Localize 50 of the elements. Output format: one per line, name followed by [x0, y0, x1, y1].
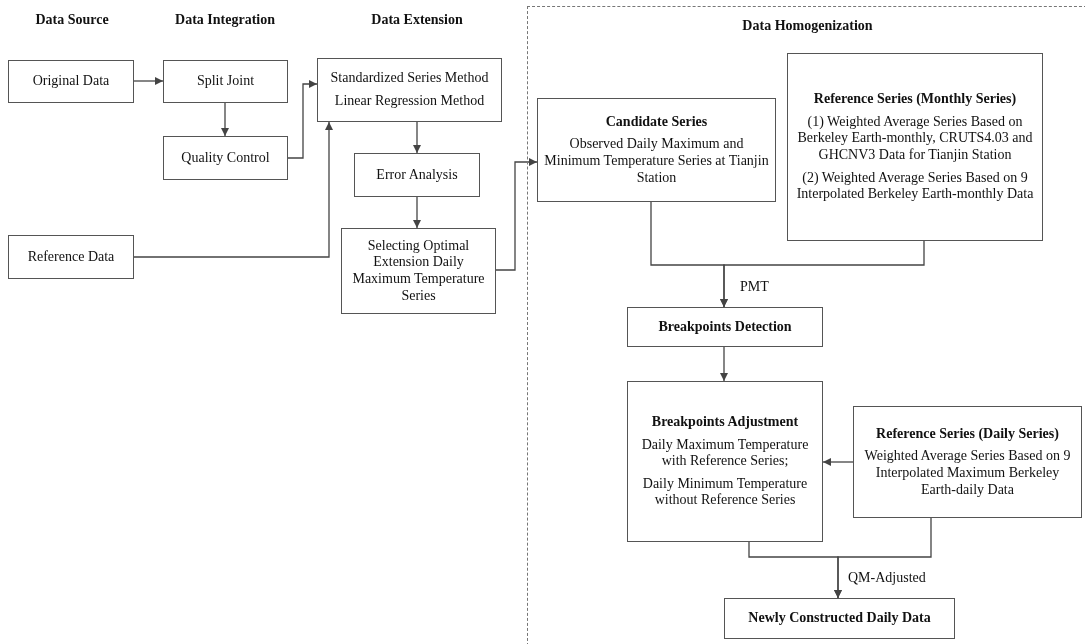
process-box: [341, 228, 496, 314]
process-box: [317, 58, 502, 122]
column-heading: Data Integration: [175, 12, 275, 28]
process-box: [853, 406, 1082, 518]
box-heading: Breakpoints Detection: [658, 318, 792, 336]
box-heading: Newly Constructed Daily Data: [748, 610, 931, 627]
arrow: [287, 80, 318, 159]
box-text: Error Analysis: [376, 166, 458, 184]
arrow: [413, 196, 421, 229]
process-box: [787, 53, 1043, 241]
box-text: Linear Regression Method: [334, 93, 485, 110]
arrow: [221, 102, 229, 137]
box-heading: Candidate Series: [605, 113, 708, 131]
process-box: [537, 98, 776, 202]
arrow: [133, 121, 333, 258]
process-box: [163, 136, 288, 180]
arrow: [133, 77, 164, 85]
box-heading: Data Homogenization: [742, 18, 873, 35]
process-box: [163, 60, 288, 103]
box-text: Selecting Optimal Extension Daily Maximum Temperature Series: [351, 237, 486, 305]
box-text: Split Joint: [196, 73, 255, 90]
box-text: (2) Weighted Average Series Based on 9 Interpolated Berkeley Earth-monthly Data: [795, 169, 1035, 203]
box-text: Original Data: [32, 73, 110, 90]
column-heading: Data Extension: [371, 12, 463, 28]
box-heading: Reference Series (Daily Series): [876, 425, 1059, 443]
box-text: Quality Control: [181, 149, 270, 167]
column-heading: Data Source: [35, 12, 109, 28]
box-text: Daily Minimum Temperature without Reference Series: [641, 475, 809, 509]
arrow: [720, 346, 728, 382]
process-box: [8, 60, 134, 103]
arrow: [834, 517, 932, 599]
box-text: Weighted Average Series Based on 9 Interpolated Maximum Berkeley Earth-daily Data: [863, 448, 1072, 499]
box-text: Daily Maximum Temperature with Reference Series;: [640, 436, 810, 470]
box-text: (1) Weighted Average Series Based on Berkeley Earth-monthly, CRUTS4.03 and GHCNV3 Data for Tianjin Station: [796, 113, 1034, 164]
edge-label: QM-Adjusted: [848, 570, 926, 586]
box-text: Standardized Series Method: [330, 70, 489, 87]
process-box: [8, 235, 134, 279]
box-heading: Breakpoints Adjustment: [651, 414, 799, 431]
process-box: [627, 381, 823, 542]
process-box: [354, 153, 480, 197]
box-heading: Reference Series (Monthly Series): [813, 91, 1017, 108]
process-box: [627, 307, 823, 347]
box-text: Observed Daily Maximum and Minimum Temperature Series at Tianjin Station: [543, 136, 770, 187]
process-box: [724, 598, 955, 639]
arrow: [495, 158, 538, 271]
arrow: [413, 121, 421, 154]
dashed-group-region: [527, 6, 1085, 644]
arrow: [720, 240, 925, 308]
box-text: Reference Data: [27, 248, 115, 266]
arrow: [822, 458, 854, 466]
